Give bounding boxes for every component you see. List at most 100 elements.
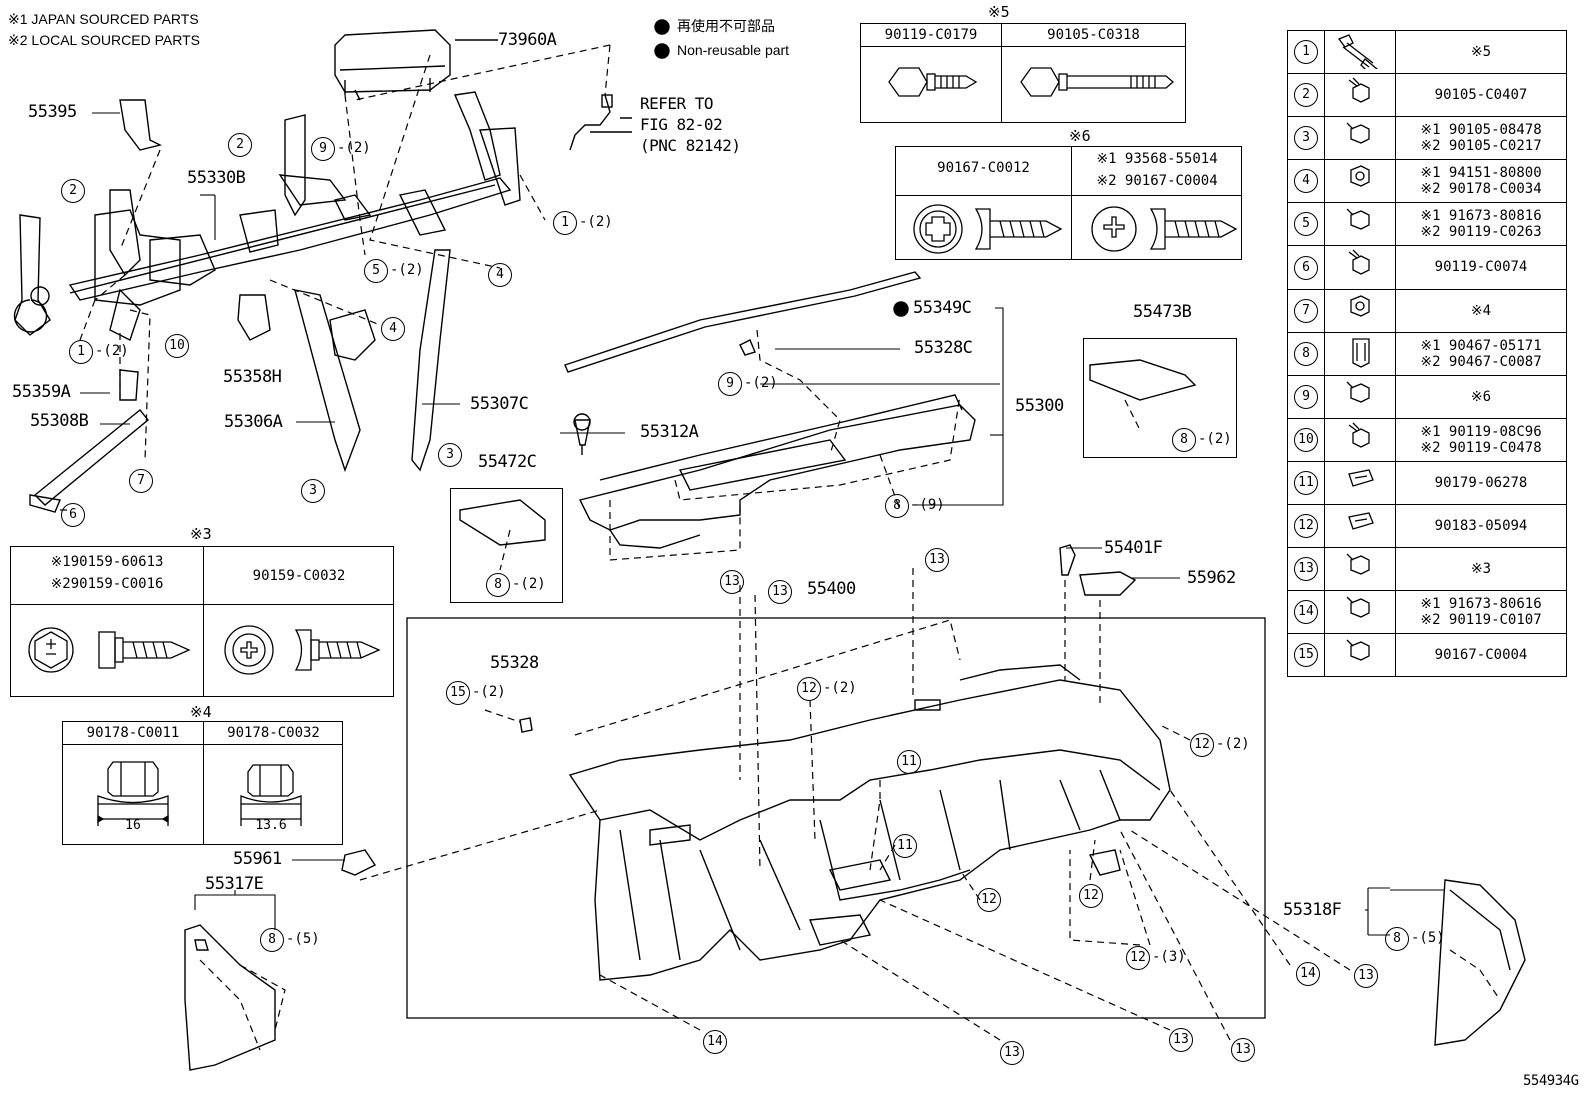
spec-part-number: 90179-06278 — [1434, 474, 1528, 491]
group6-mark: ※6 — [1069, 127, 1091, 145]
callout-quantity: -(2) — [390, 262, 424, 278]
fastener-icon — [1346, 381, 1370, 403]
part-label-55395: 55395 — [28, 102, 77, 122]
callout-number: 12 — [1126, 946, 1150, 970]
spec-part-number: ※4 — [1470, 302, 1492, 319]
callout-number: 8 — [486, 573, 510, 597]
group3-mark: ※3 — [190, 525, 212, 543]
callout-13: 13 — [1169, 1028, 1193, 1052]
callout-quantity: -(2) — [1216, 736, 1250, 752]
part-label-55318F: 55318F — [1283, 900, 1342, 920]
spec-number: 7 — [1294, 298, 1318, 323]
callout-3: 3 — [301, 479, 325, 503]
callout-11: 11 — [897, 750, 921, 774]
group4-box: 90178-C0011 90178-C0032 16 13.6 — [62, 721, 343, 845]
callout-12: 12 — [977, 888, 1001, 912]
callout-13: 13 — [925, 548, 949, 572]
spec-part-number: ※1 94151-80800 — [1420, 165, 1542, 182]
callout-8: 8-(9) — [885, 494, 945, 518]
callout-quantity: -(2) — [823, 680, 857, 696]
callout-1: 1-(2) — [553, 211, 613, 235]
callout-12: 12-(3) — [1126, 946, 1186, 970]
part-label-55307C: 55307C — [470, 394, 529, 414]
end-panels — [184, 544, 1526, 1071]
fastener-icon — [1346, 639, 1370, 662]
part-label-55473B: 55473B — [1133, 302, 1192, 322]
callout-13: 13 — [1231, 1038, 1255, 1062]
spec-part-number: ※1 90105-08478 — [1420, 122, 1542, 139]
callout-number: 5 — [364, 259, 388, 283]
group5-col1: 90119-C0179 — [884, 27, 978, 43]
spec-number: 9 — [1294, 384, 1318, 409]
callout-number: 2 — [228, 133, 252, 157]
part-label-55328: 55328 — [490, 653, 539, 673]
callout-13: 13 — [1000, 1041, 1024, 1065]
callout-15: 15-(2) — [446, 681, 506, 705]
part-label-55400: 55400 — [807, 579, 856, 599]
part-label-55358H: 55358H — [223, 367, 282, 387]
callout-4: 4 — [488, 263, 512, 287]
callout-4: 4 — [381, 317, 405, 341]
part-label-55328C: 55328C — [914, 338, 973, 358]
spec-number: 15 — [1294, 643, 1318, 668]
spec-part-number-alt: ※2 90105-C0217 — [1420, 138, 1542, 155]
callout-12: 12-(2) — [1190, 733, 1250, 757]
upper-panel-assembly — [459, 271, 1197, 549]
part-label-73960A: 73960A — [498, 30, 557, 50]
spec-row-15: 15 90167-C0004 — [1287, 633, 1567, 678]
spec-number: 5 — [1294, 212, 1318, 237]
callout-13: 13 — [768, 580, 792, 604]
spec-part-number: ※6 — [1470, 388, 1492, 405]
callout-11: 11 — [893, 834, 917, 858]
spec-part-number-alt: ※2 90119-C0107 — [1420, 612, 1542, 629]
part-label-55300: 55300 — [1015, 396, 1064, 416]
fastener-icon — [1350, 165, 1370, 187]
screw-icon — [913, 204, 1238, 254]
callout-quantity: -(9) — [911, 497, 945, 513]
callout-14: 14 — [1296, 962, 1320, 986]
spec-part-number: ※5 — [1470, 44, 1492, 60]
spec-number: 13 — [1294, 557, 1318, 582]
refer-line-3: (PNC 82142) — [640, 136, 741, 155]
figure-id: 554934G — [1523, 1073, 1579, 1089]
callout-number: 13 — [1000, 1041, 1024, 1065]
group6-col2b: ※2 90167-C0004 — [1096, 173, 1218, 189]
spec-part-number: ※1 90467-05171 — [1420, 337, 1542, 354]
callout-number: 13 — [1231, 1038, 1255, 1062]
fastener-icon — [1348, 77, 1370, 103]
refer-line-1: REFER TO — [640, 94, 714, 113]
group3-box: ※190159-60613 ※290159-C0016 90159-C0032 — [10, 546, 394, 697]
part-label-55312A: 55312A — [640, 422, 699, 442]
spec-row-7: 7 ※4 — [1287, 288, 1567, 333]
callout-number: 12 — [1190, 733, 1214, 757]
spec-number: 3 — [1294, 126, 1318, 151]
spec-part-number: 90167-C0004 — [1434, 647, 1528, 664]
callout-13: 13 — [720, 570, 744, 594]
callout-quantity: -(2) — [512, 576, 546, 592]
spec-number: 10 — [1294, 427, 1318, 452]
callout-quantity: -(5) — [1411, 930, 1445, 946]
nut-icon — [97, 761, 302, 826]
callout-14: 14 — [703, 1030, 727, 1054]
callout-number: 15 — [446, 681, 470, 705]
fastener-icon — [1348, 422, 1370, 448]
part-label-55317E: 55317E — [205, 874, 264, 894]
group3-col1b: ※290159-C0016 — [50, 576, 164, 592]
fastener-icon — [1348, 250, 1370, 276]
fastener-icon — [1348, 512, 1374, 530]
callout-quantity: -(2) — [337, 140, 371, 156]
callout-7: 7 — [129, 469, 153, 493]
fastener-icon — [1346, 553, 1370, 575]
callout-number: 2 — [61, 179, 85, 203]
spec-part-number-alt: ※2 90119-C0478 — [1420, 439, 1542, 456]
nonreuse-dot-legend-en — [654, 43, 670, 59]
spec-number: 6 — [1294, 255, 1318, 280]
part-box-55473B — [1083, 338, 1237, 458]
spec-part-number: ※1 90119-08C96 — [1420, 423, 1542, 440]
spec-part-number-alt: ※2 90467-C0087 — [1420, 353, 1542, 370]
spec-number: 14 — [1294, 600, 1318, 625]
spec-part-number-alt: ※2 90119-C0263 — [1420, 224, 1542, 241]
callout-number: 14 — [703, 1030, 727, 1054]
